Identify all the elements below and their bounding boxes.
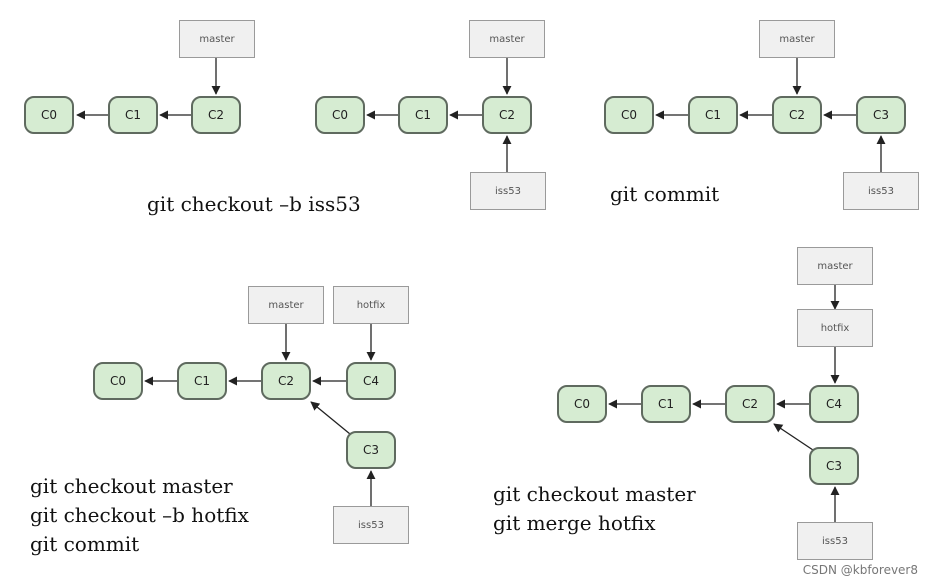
p4-command-line-2: git checkout –b hotfix [30,503,249,527]
p3-commit-c2: C2 [772,96,822,134]
p4-ref-iss53: iss53 [333,506,409,544]
p5-ref-iss53: iss53 [797,522,873,560]
p5-commit-c4: C4 [809,385,859,423]
p4-commit-c1: C1 [177,362,227,400]
p2-commit-c1: C1 [398,96,448,134]
p4-commit-c4: C4 [346,362,396,400]
p4-commit-c2: C2 [261,362,311,400]
p5-commit-c2: C2 [725,385,775,423]
p3-commit-c0: C0 [604,96,654,134]
p5-commit-c1: C1 [641,385,691,423]
p3-ref-master: master [759,20,835,58]
p1-commit-c2: C2 [191,96,241,134]
p1-ref-master: master [179,20,255,58]
watermark: CSDN @kbforever8 [802,563,918,577]
p5-commit-c0: C0 [557,385,607,423]
p4-ref-hotfix: hotfix [333,286,409,324]
p2-ref-master: master [469,20,545,58]
p4-commit-c0: C0 [93,362,143,400]
p3-commit-c3: C3 [856,96,906,134]
arrow-p4-c3-to-c2 [310,401,351,435]
p5-commit-c3: C3 [809,447,859,485]
p3-ref-iss53: iss53 [843,172,919,210]
p4-command-line-3: git commit [30,532,140,556]
p5-ref-hotfix: hotfix [797,309,873,347]
p5-command-line-1: git checkout master [493,482,696,506]
arrow-p5-c3-to-c2 [773,423,814,451]
p4-commit-c3: C3 [346,431,396,469]
p4-command-line-1: git checkout master [30,474,233,498]
p1-commit-c1: C1 [108,96,158,134]
p3-commit-c1: C1 [688,96,738,134]
p2-commit-c2: C2 [482,96,532,134]
p2-ref-iss53: iss53 [470,172,546,210]
p3-command-line: git commit [610,182,720,206]
p2-command-line: git checkout –b iss53 [147,192,361,216]
p4-ref-master: master [248,286,324,324]
p5-command-line-2: git merge hotfix [493,511,656,535]
p2-commit-c0: C0 [315,96,365,134]
p5-ref-master: master [797,247,873,285]
p1-commit-c0: C0 [24,96,74,134]
